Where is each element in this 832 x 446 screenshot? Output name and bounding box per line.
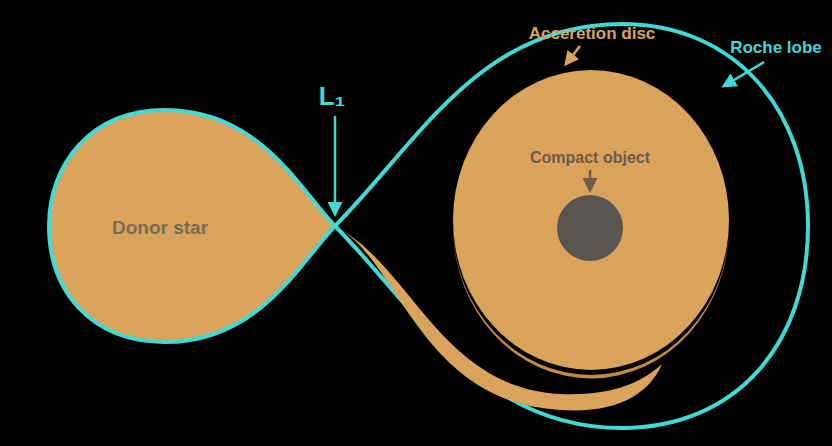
node-label: Donor star (112, 217, 208, 239)
disc-label: Acceretion disc (529, 24, 656, 44)
disc-pointer (566, 46, 580, 64)
roche-lobe-outline (335, 24, 808, 428)
l1-pointer (334, 116, 337, 214)
roche-lobe-label: Roche lobe (730, 38, 822, 58)
l1-point-label: L₁ (319, 81, 346, 112)
compact-object-label: Compact object (530, 149, 650, 167)
roche-lobe-pointer (724, 62, 764, 86)
compact-object (557, 195, 623, 261)
compact-pointer (589, 170, 592, 190)
donor-star-outline (49, 110, 335, 342)
donor-star: Donor star (45, 108, 337, 344)
accretion-disc (453, 70, 729, 370)
mass-transfer-stream (338, 228, 662, 410)
